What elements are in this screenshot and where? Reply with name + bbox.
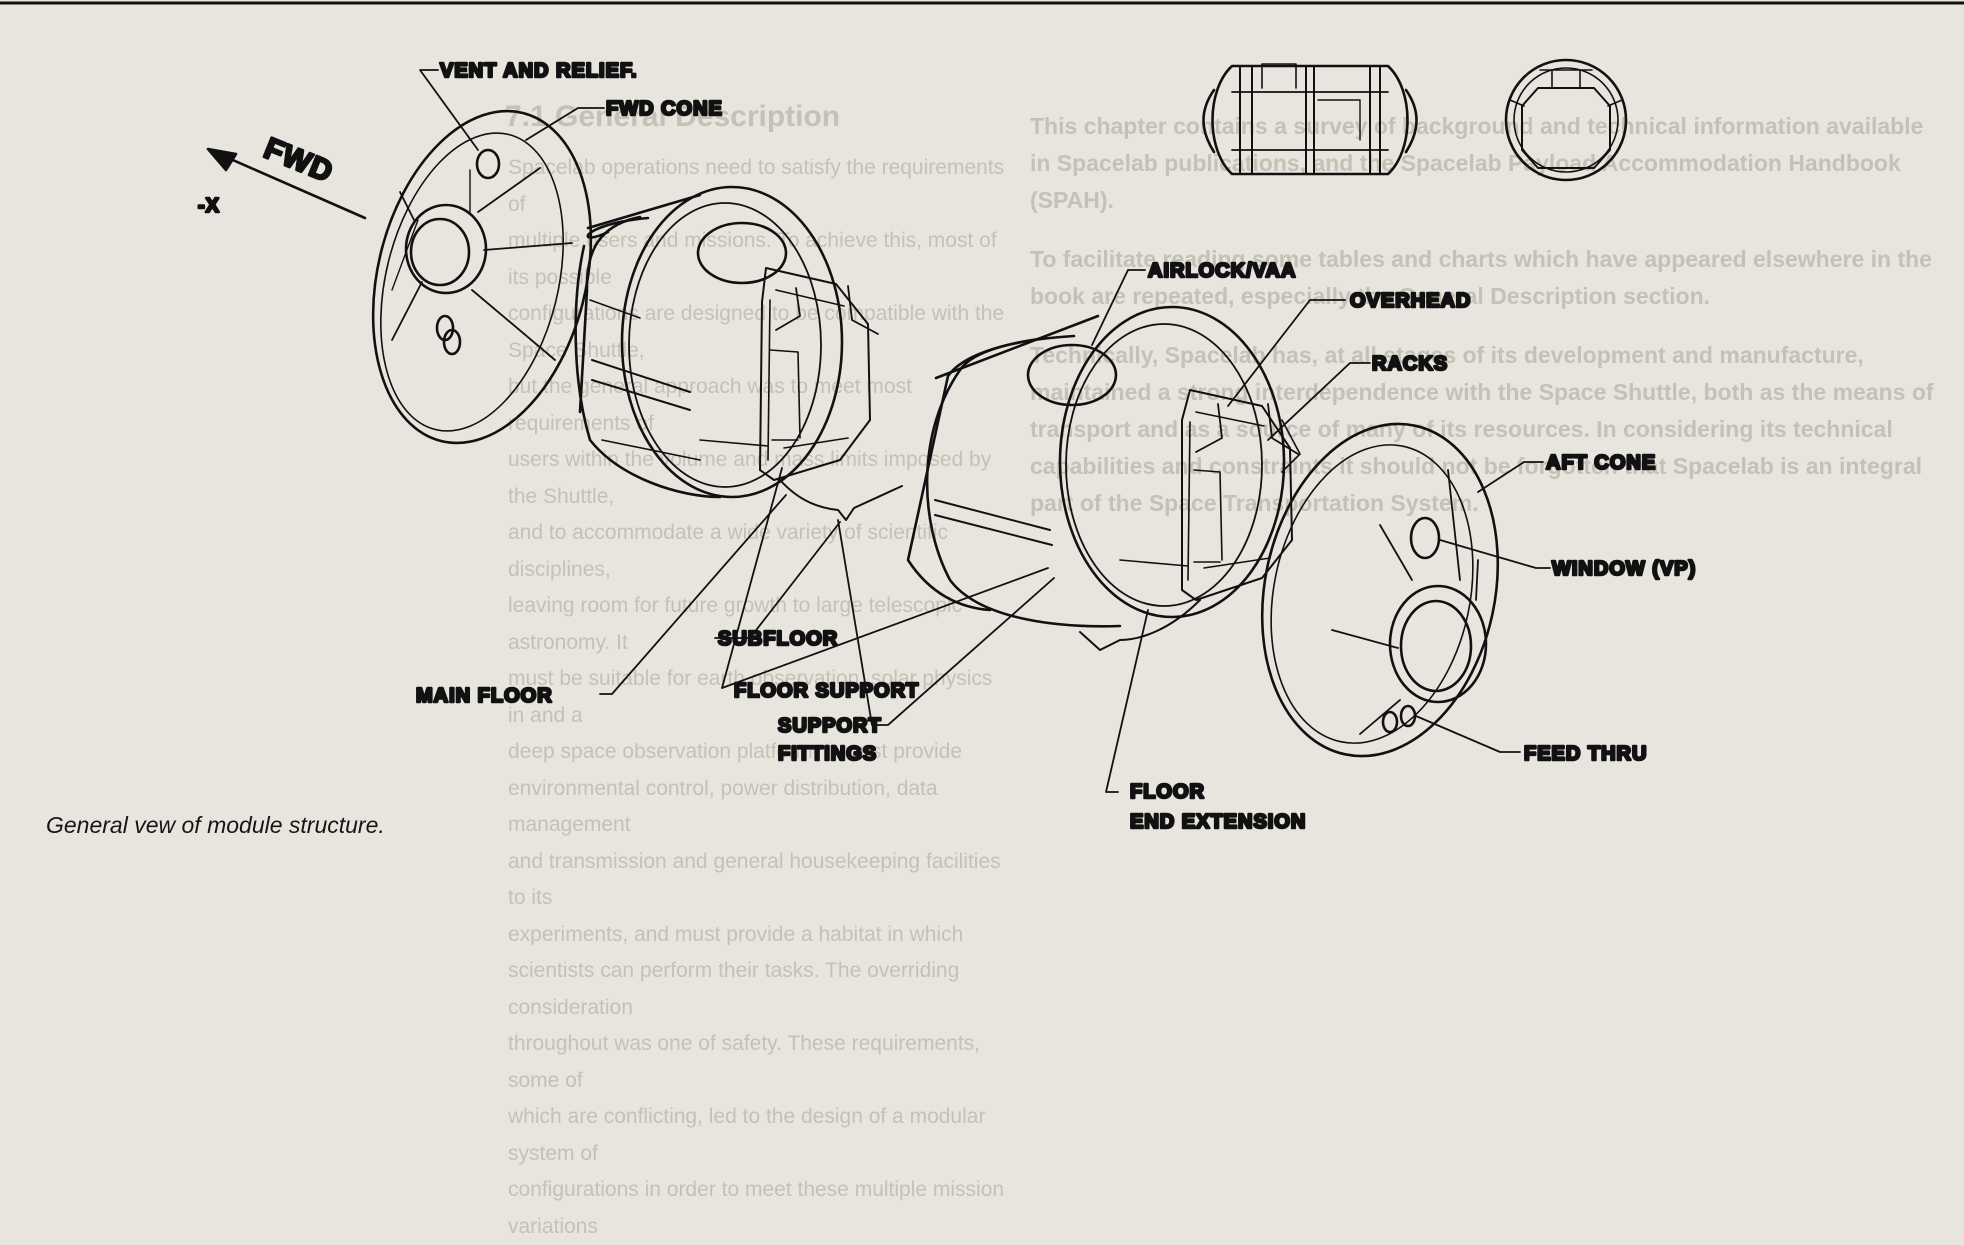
bleed-through-left-column: This chapter contains a survey of backgr…	[1030, 108, 1940, 544]
label-support-line2: FITTINGS	[778, 743, 877, 765]
leader-floor-support	[721, 467, 1049, 689]
bleed-through-paragraph: Technically, Spacelab has, at all stages…	[1030, 342, 1934, 516]
leader-subfloor	[714, 521, 841, 639]
label-overhead: OVERHEAD	[1350, 290, 1471, 312]
label-minus-x: -X	[198, 195, 220, 217]
bleed-through-line: but the general approach was to meet mos…	[508, 375, 912, 435]
leader-airlock	[1091, 269, 1146, 346]
airlock-port	[1026, 343, 1118, 407]
bleed-through-line: users within the volume and mass limits …	[508, 448, 992, 508]
fwd-arrow	[206, 147, 367, 220]
bleed-through-paragraph: This chapter contains a survey of backgr…	[1030, 113, 1924, 213]
aft-cone	[1260, 422, 1500, 758]
bleed-through-line: environmental control, power distributio…	[508, 776, 938, 837]
leader-vent	[419, 69, 479, 151]
leader-window	[1439, 539, 1551, 569]
bleed-through-line: and to accommodate a wide variety of sci…	[508, 521, 949, 581]
leader-support-fittings	[837, 519, 1055, 726]
label-fwd: FWD	[259, 132, 337, 189]
aft-cone-hatch	[1388, 584, 1488, 704]
forward-segment-top-port	[696, 221, 788, 285]
module-side-view	[1202, 63, 1418, 176]
label-feed-thru: FEED THRU	[1524, 743, 1647, 765]
vent-and-relief-port	[475, 148, 501, 180]
label-main-floor: MAIN FLOOR	[416, 685, 553, 707]
bleed-through-heading: 7.1 General Description	[505, 100, 841, 133]
bleed-through-line: Spacelab operations need to satisfy the …	[508, 156, 1005, 216]
label-floor-support: FLOOR SUPPORT	[734, 680, 919, 702]
bleed-through-line: leaving room for future growth to large …	[508, 594, 963, 654]
bleed-through-line: experiments, and must provide a habitat …	[508, 922, 964, 946]
bleed-through-line: throughout was one of safety. These requ…	[508, 1032, 980, 1092]
label-vent-and-relief: VENT AND RELIEF.	[440, 60, 638, 82]
leader-floor-end	[1105, 609, 1149, 793]
leader-lines	[419, 69, 1551, 793]
module-structure-diagram: VENT AND RELIEF. FWD CONE FWD -X AIRLOCK…	[0, 1, 1964, 834]
module-end-view	[1504, 58, 1628, 182]
leader-feed-thru	[1415, 715, 1521, 753]
label-window: WINDOW (VP)	[1552, 558, 1696, 580]
leader-fwd-cone	[525, 107, 605, 141]
label-floor-end-line1: FLOOR	[1130, 781, 1205, 803]
bleed-through-line: which are conflicting, led to the design…	[508, 1105, 986, 1165]
label-racks: RACKS	[1372, 353, 1448, 375]
leader-overhead	[1227, 299, 1346, 407]
forward-cone-hatch	[404, 203, 488, 295]
aft-cone-window	[1409, 516, 1441, 560]
label-airlock: AIRLOCK/VAA	[1148, 260, 1296, 282]
label-fwd-cone: FWD CONE	[606, 98, 723, 120]
figure-caption: General vew of module structure.	[46, 812, 385, 838]
label-support-line1: SUPPORT	[778, 715, 882, 737]
label-floor-end-line2: END EXTENSION	[1130, 811, 1306, 833]
label-subfloor: SUBFLOOR	[718, 628, 838, 650]
leader-main-floor	[599, 494, 787, 695]
leader-aft-cone	[1477, 461, 1544, 493]
aft-module-segment	[906, 305, 1301, 651]
bleed-through-paragraph: To facilitate reading some tables and ch…	[1030, 246, 1932, 309]
forward-module-segment	[574, 185, 903, 521]
bleed-through-line: deep space observation platform. It must…	[508, 740, 963, 763]
label-aft-cone: AFT CONE	[1546, 452, 1656, 474]
bleed-through-line: configurations in order to meet these mu…	[508, 1178, 1005, 1238]
leader-racks	[1267, 362, 1371, 441]
forward-cone	[371, 109, 593, 445]
bleed-through-line: scientists can perform their tasks. The …	[508, 959, 960, 1019]
